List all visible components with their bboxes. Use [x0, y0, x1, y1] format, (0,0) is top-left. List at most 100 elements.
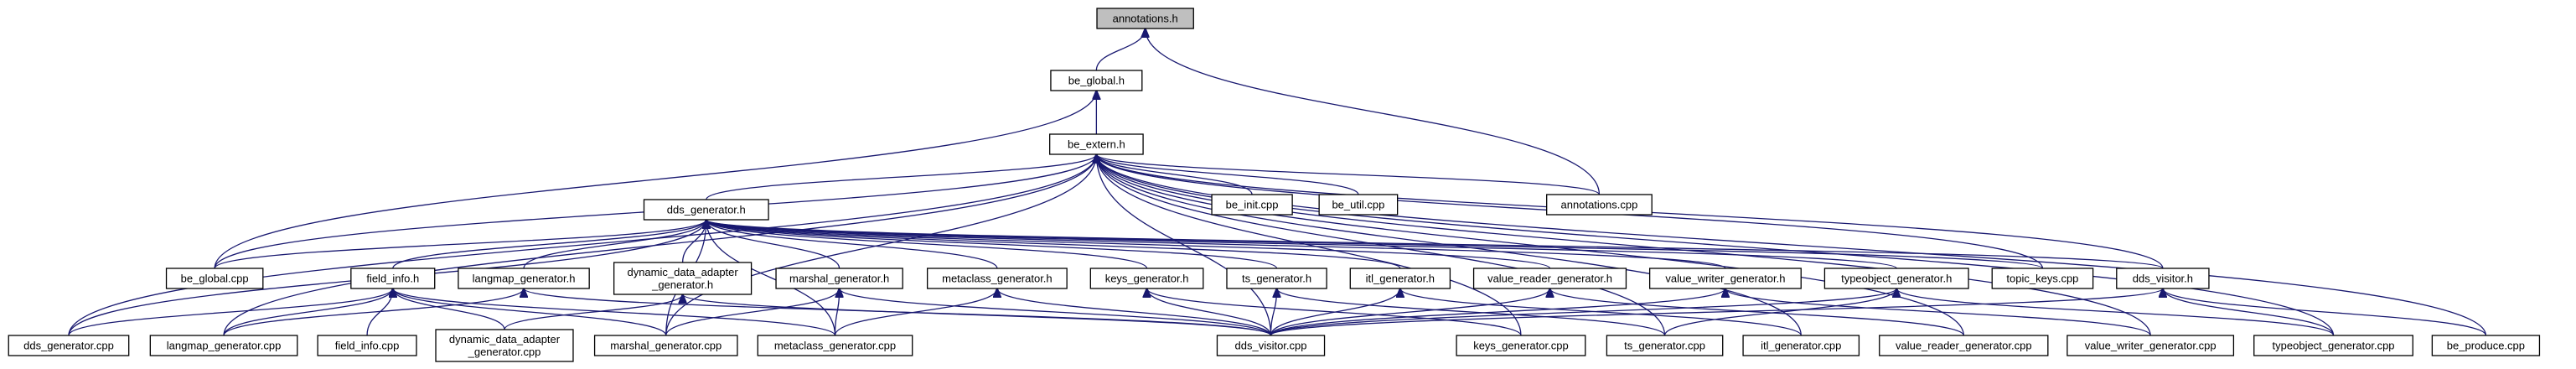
node-label: typeobject_generator.cpp: [2273, 340, 2395, 352]
node-value-writer-generator-cpp[interactable]: value_writer_generator.cpp: [2066, 335, 2235, 356]
node-value-writer-generator-h[interactable]: value_writer_generator.h: [1648, 268, 1802, 289]
edge-value-reader-generator-h-to-dds-generator-h: [706, 220, 1551, 269]
edge-typeobject-generator-cpp-to-typeobject-generator-h: [1896, 288, 2335, 336]
edge-marshal-generator-cpp-to-marshal-generator-h: [665, 288, 840, 336]
node-keys-generator-h[interactable]: keys_generator.h: [1089, 268, 1204, 289]
edge-langmap-generator-cpp-to-be-extern-h: [223, 154, 1096, 336]
node-metaclass-generator-cpp[interactable]: metaclass_generator.cpp: [757, 335, 913, 356]
node-ts-generator-cpp[interactable]: ts_generator.cpp: [1606, 335, 1724, 356]
node-typeobject-generator-cpp[interactable]: typeobject_generator.cpp: [2253, 335, 2413, 356]
edge-ts-generator-cpp-to-ts-generator-h: [1277, 288, 1666, 336]
edge-keys-generator-cpp-to-be-extern-h: [1096, 154, 1522, 336]
node-box: [926, 268, 1068, 289]
node-metaclass-generator-h[interactable]: metaclass_generator.h: [926, 268, 1068, 289]
edge-value-writer-generator-cpp-to-be-extern-h: [1096, 154, 2151, 336]
node-box: [1606, 335, 1724, 356]
node-field-info-h[interactable]: field_info.h: [350, 268, 436, 289]
node-box: [458, 268, 590, 289]
node-label: ts_generator.cpp: [1624, 340, 1705, 352]
node-langmap-generator-cpp[interactable]: langmap_generator.cpp: [149, 335, 298, 356]
node-be-extern-h[interactable]: be_extern.h: [1049, 133, 1144, 155]
node-langmap-generator-h[interactable]: langmap_generator.h: [458, 268, 590, 289]
node-be-init-cpp[interactable]: be_init.cpp: [1211, 194, 1293, 216]
node-label: _generator.cpp: [468, 346, 541, 358]
node-label: value_writer_generator.cpp: [2085, 340, 2216, 352]
node-dds-visitor-cpp[interactable]: dds_visitor.cpp: [1216, 335, 1326, 356]
node-label: be_util.cpp: [1332, 199, 1384, 211]
node-box: [435, 329, 574, 362]
edge-metaclass-generator-cpp-to-dds-generator-h: [706, 220, 836, 336]
node-label: langmap_generator.cpp: [167, 340, 282, 352]
node-be-produce-cpp[interactable]: be_produce.cpp: [2431, 335, 2541, 356]
node-topic-keys-cpp[interactable]: topic_keys.cpp: [1991, 268, 2094, 289]
node-label: dds_generator.cpp: [23, 340, 114, 352]
node-dynamic-data-adapter-generator-h[interactable]: dynamic_data_adapter_generator.h: [613, 262, 753, 295]
edges-layer: [68, 29, 2487, 336]
node-box: [1318, 194, 1399, 216]
node-dds-generator-h[interactable]: dds_generator.h: [643, 199, 769, 221]
node-box: [1216, 335, 1326, 356]
node-label: topic_keys.cpp: [2006, 273, 2078, 285]
node-box: [643, 199, 769, 221]
edge-dds-generator-cpp-to-field-info-h: [68, 288, 393, 336]
node-label: annotations.cpp: [1561, 199, 1638, 211]
edge-marshal-generator-cpp-to-be-extern-h: [665, 154, 1097, 336]
node-label: _generator.h: [651, 278, 713, 291]
node-be-global-h[interactable]: be_global.h: [1050, 70, 1143, 91]
node-marshal-generator-h[interactable]: marshal_generator.h: [775, 268, 903, 289]
node-label: dds_generator.h: [667, 204, 746, 216]
node-box: [757, 335, 913, 356]
node-box: [2253, 335, 2413, 356]
node-box: [2431, 335, 2541, 356]
edge-annotations-cpp-to-annotations-h: [1146, 29, 1601, 195]
node-box: [350, 268, 436, 289]
node-label: keys_generator.h: [1105, 273, 1189, 285]
edge-keys-generator-h-to-dds-generator-h: [706, 220, 1148, 269]
edge-typeobject-generator-h-to-dds-generator-h: [706, 220, 1897, 269]
node-box: [1096, 8, 1194, 29]
node-box: [1472, 268, 1627, 289]
node-box: [165, 268, 264, 289]
node-value-reader-generator-h[interactable]: value_reader_generator.h: [1472, 268, 1627, 289]
edge-langmap-generator-h-to-dds-generator-h: [523, 220, 706, 269]
node-label: metaclass_generator.h: [942, 273, 1053, 285]
node-box: [1991, 268, 2094, 289]
edge-dds-visitor-cpp-to-metaclass-generator-h: [997, 288, 1272, 336]
edge-ts-generator-cpp-to-be-extern-h: [1096, 154, 1666, 336]
edge-itl-generator-cpp-to-itl-generator-h: [1400, 288, 1802, 336]
node-box: [2066, 335, 2235, 356]
node-keys-generator-cpp[interactable]: keys_generator.cpp: [1456, 335, 1586, 356]
edge-dynamic-data-adapter-generator-cpp-to-dynamic-data-adapter-generator-h: [504, 294, 683, 330]
edge-dds-visitor-cpp-to-value-reader-generator-h: [1270, 288, 1550, 336]
node-dds-visitor-h[interactable]: dds_visitor.h: [2116, 268, 2210, 289]
node-annotations-h[interactable]: annotations.h: [1096, 8, 1194, 29]
edge-be-global-cpp-to-be-global-h: [214, 91, 1096, 269]
node-be-util-cpp[interactable]: be_util.cpp: [1318, 194, 1399, 216]
edge-be-global-h-to-annotations-h: [1095, 29, 1145, 71]
edge-metaclass-generator-cpp-to-marshal-generator-h: [834, 288, 839, 336]
node-itl-generator-cpp[interactable]: itl_generator.cpp: [1742, 335, 1860, 356]
edge-typeobject-generator-cpp-to-be-extern-h: [1096, 154, 2335, 336]
node-field-info-cpp[interactable]: field_info.cpp: [317, 335, 417, 356]
node-dds-generator-cpp[interactable]: dds_generator.cpp: [8, 335, 130, 356]
node-dynamic-data-adapter-generator-cpp[interactable]: dynamic_data_adapter_generator.cpp: [435, 329, 574, 362]
edge-value-reader-generator-cpp-to-be-extern-h: [1096, 154, 1964, 336]
nodes-layer: annotations.h be_global.h be_extern.hannot…: [8, 8, 2541, 362]
node-marshal-generator-cpp[interactable]: marshal_generator.cpp: [593, 335, 738, 356]
edge-itl-generator-h-to-dds-generator-h: [706, 220, 1401, 269]
node-annotations-cpp[interactable]: annotations.cpp: [1546, 194, 1653, 216]
node-itl-generator-h[interactable]: itl_generator.h: [1349, 268, 1451, 289]
node-label: marshal_generator.h: [789, 273, 889, 285]
edge-dds-visitor-cpp-to-value-writer-generator-h: [1270, 288, 1725, 336]
node-value-reader-generator-cpp[interactable]: value_reader_generator.cpp: [1879, 335, 2049, 356]
edge-metaclass-generator-cpp-to-metaclass-generator-h: [834, 288, 996, 336]
node-label: dynamic_data_adapter: [449, 333, 561, 346]
node-label: itl_generator.cpp: [1761, 340, 1841, 352]
node-be-global-cpp[interactable]: be_global.cpp: [165, 268, 264, 289]
node-box: [1742, 335, 1860, 356]
edge-value-writer-generator-h-to-dds-generator-h: [706, 220, 1726, 269]
node-typeobject-generator-h[interactable]: typeobject_generator.h: [1823, 268, 1969, 289]
node-box: [613, 262, 753, 295]
node-ts-generator-h[interactable]: ts_generator.h: [1226, 268, 1327, 289]
edge-dds-generator-h-to-be-extern-h: [706, 154, 1097, 200]
